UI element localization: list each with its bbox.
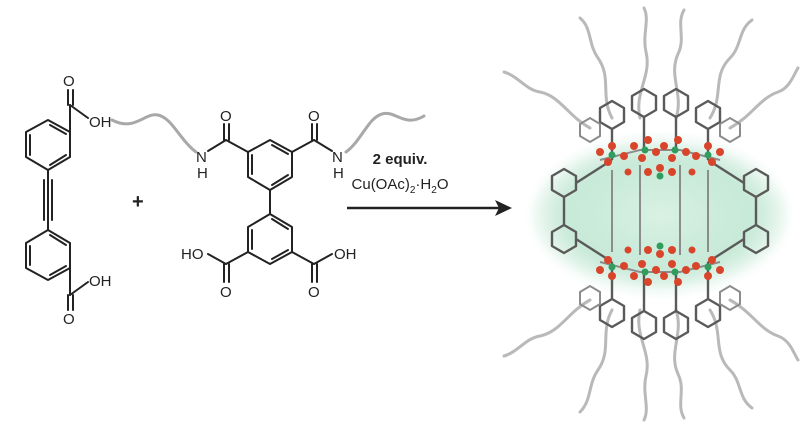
bond-c-oh — [313, 253, 333, 265]
atom-label-o: O — [63, 73, 75, 90]
cage-glow-core — [525, 130, 795, 300]
plus-sign: + — [132, 191, 144, 213]
atom-label-ho: HO — [181, 246, 204, 263]
ring-lower-double — [271, 249, 289, 260]
atom-label-o: O — [220, 108, 232, 125]
cage-side-pillars — [550, 158, 770, 264]
bond-c-oh — [207, 253, 227, 265]
ring-lower-double — [271, 218, 289, 230]
atom-label-h: H — [333, 165, 344, 182]
cu-clusters-bottom — [596, 242, 724, 286]
atom-label-n: N — [332, 149, 343, 166]
bond-c-oh — [69, 281, 89, 296]
alkyl-chain-right — [344, 111, 426, 154]
cu-clusters-top — [596, 136, 724, 180]
ring-top-double — [49, 124, 67, 135]
arrowhead — [495, 200, 512, 216]
ring-upper — [247, 139, 293, 191]
bond-c-n — [207, 139, 227, 152]
bond-ring-cooh — [291, 251, 315, 265]
bond-ring-cooh — [225, 251, 249, 265]
atom-label-h: H — [197, 165, 208, 182]
atom-label-n: N — [196, 149, 207, 166]
reaction-arrow-group: 2 equiv. Cu(OAc)2·H2O — [347, 151, 512, 216]
bond-c-oh — [69, 104, 89, 119]
bond-ring-amide — [291, 139, 315, 153]
molecule-2: O O N H N H HO OH O O — [110, 108, 426, 301]
bond-ring-amide — [225, 139, 249, 153]
atom-label-o: O — [63, 311, 75, 328]
alkyl-tails — [502, 6, 800, 422]
bond-c-n — [313, 139, 333, 152]
reagent-label: Cu(OAc)2·H2O — [352, 176, 449, 196]
atom-label-o: O — [220, 284, 232, 301]
cage-rendering — [502, 6, 800, 422]
ring-top-double — [49, 154, 67, 166]
ring-bottom — [25, 229, 71, 281]
ring-upper-double — [271, 144, 289, 155]
atom-label-oh: OH — [89, 114, 112, 131]
alkyl-chain-left — [110, 113, 198, 154]
atom-label-oh: OH — [334, 246, 357, 263]
ring-bottom-double — [49, 265, 67, 276]
cage-top-rings — [579, 87, 741, 144]
equivalents-label: 2 equiv. — [373, 151, 428, 168]
ring-top — [25, 119, 71, 171]
ring-bottom-double — [49, 234, 67, 246]
atom-label-o: O — [308, 108, 320, 125]
ring-lower — [247, 213, 293, 265]
atom-label-o: O — [308, 284, 320, 301]
ring-upper-double — [271, 174, 289, 186]
molecule-1: O OH OH O — [25, 73, 112, 328]
atom-label-oh: OH — [89, 273, 112, 290]
